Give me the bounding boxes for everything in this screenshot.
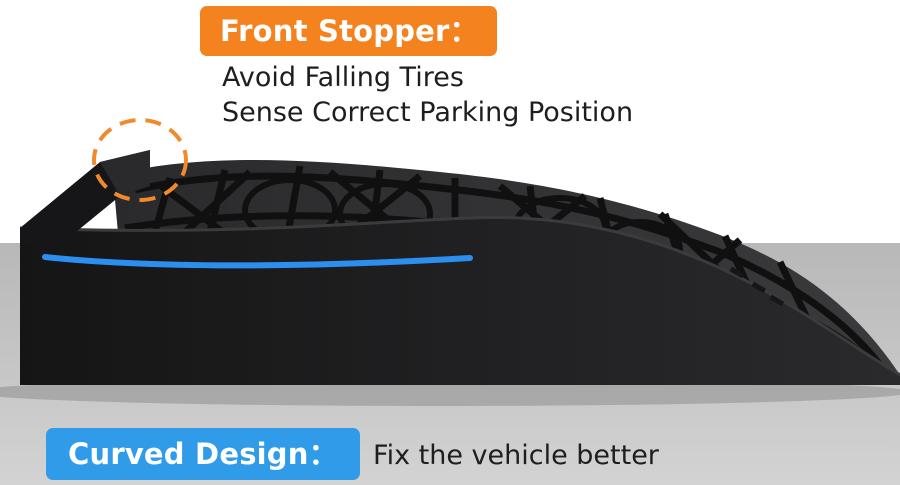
ramp-side-edge [19, 215, 900, 377]
ramp-shadow [0, 378, 900, 406]
curved-design-description: Fix the vehicle better [373, 440, 659, 471]
front-stopper-line-1: Avoid Falling Tires [222, 62, 464, 93]
ramp-embossed-marks [729, 266, 785, 307]
front-stopper-line-2: Sense Correct Parking Position [222, 97, 634, 128]
curved-design-highlight [42, 254, 473, 269]
front-stopper-face [100, 150, 150, 196]
ramp-side-body [20, 217, 900, 385]
front-stopper-badge: Front Stopper： [200, 6, 497, 56]
curved-design-badge: Curved Design： [46, 428, 360, 480]
front-stopper-marker [92, 118, 188, 202]
